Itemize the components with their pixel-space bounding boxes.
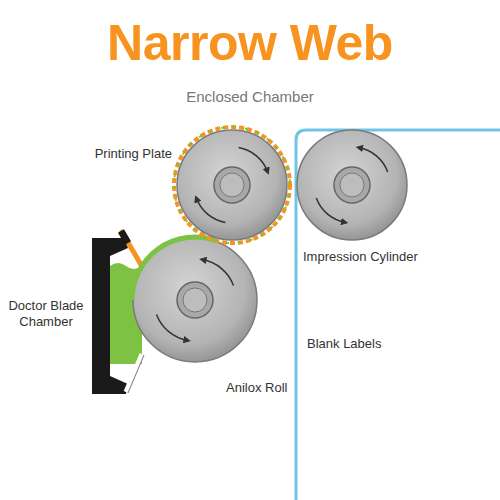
label-web: [296, 130, 500, 500]
part-label: Anilox Roll: [226, 380, 346, 396]
diagram-title: Narrow Web: [0, 16, 500, 71]
subtitle-label: Enclosed Chamber: [0, 88, 500, 106]
anilox-roll: [132, 237, 257, 362]
part-label: Impression Cylinder: [303, 249, 463, 265]
part-label: Blank Labels: [307, 336, 447, 352]
printing-plate: [174, 127, 290, 243]
part-label: Printing Plate: [50, 146, 172, 162]
impression-cylinder: [297, 130, 407, 240]
part-label: Doctor Blade Chamber: [2, 298, 90, 329]
